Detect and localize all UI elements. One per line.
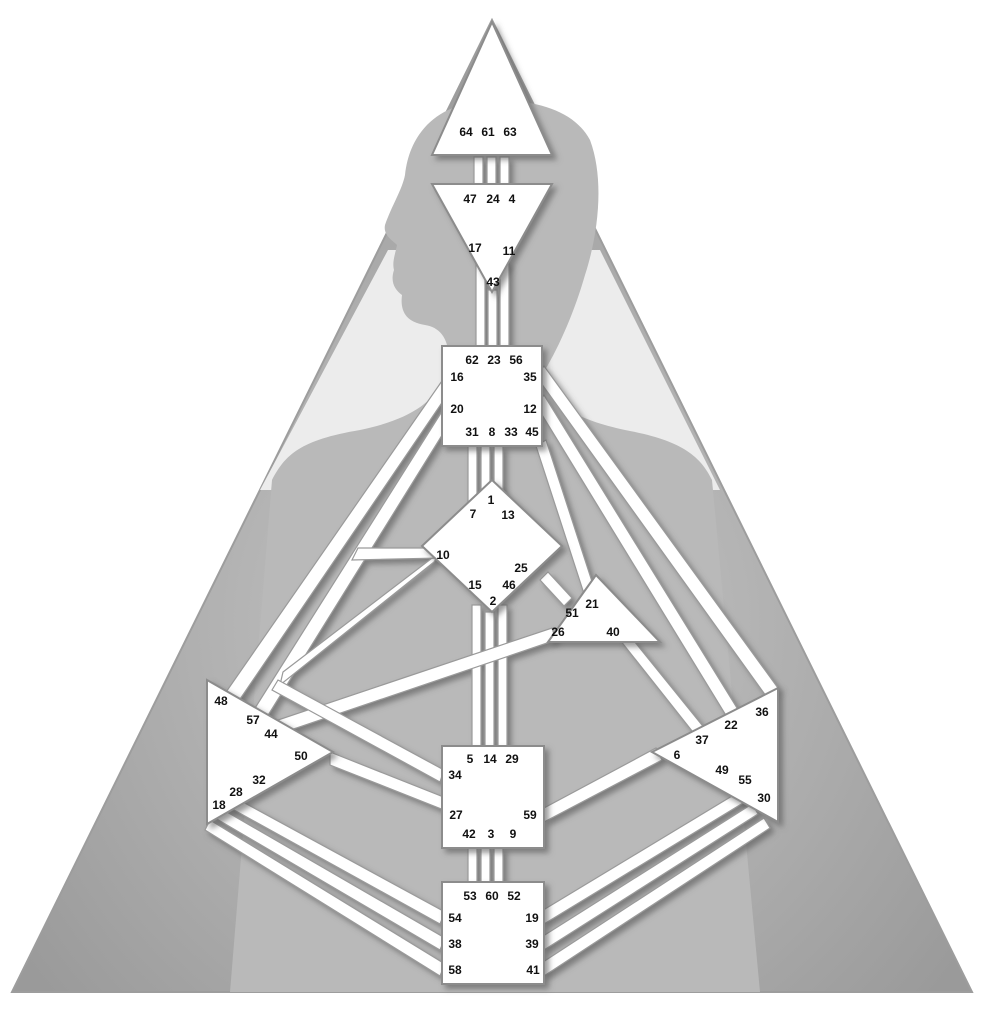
gate-61: 61 [481, 125, 495, 139]
channel-25-51 [539, 571, 573, 607]
gate-11: 11 [503, 244, 516, 258]
gate-40: 40 [606, 625, 620, 639]
ajna-center[interactable] [430, 183, 554, 295]
gate-7: 7 [470, 507, 477, 521]
ego-center[interactable] [546, 573, 663, 643]
gate-21: 21 [585, 597, 599, 611]
gate-30: 30 [757, 791, 771, 805]
gate-26: 26 [551, 625, 565, 639]
gate-64: 64 [459, 125, 473, 139]
channel-9-52 [493, 847, 504, 885]
channel-42-53 [467, 847, 478, 885]
gate-16: 16 [450, 370, 464, 384]
channel-46-29 [497, 604, 508, 751]
spleen-center[interactable] [206, 678, 336, 826]
gate-24: 24 [486, 192, 500, 206]
gate-2: 2 [490, 594, 497, 608]
sacral-center[interactable] [441, 745, 545, 849]
gate-53: 53 [463, 889, 477, 903]
gate-62: 62 [465, 353, 479, 367]
gate-55: 55 [738, 773, 752, 787]
gate-3: 3 [488, 827, 495, 841]
gate-41: 41 [526, 963, 540, 977]
gate-12: 12 [523, 402, 537, 416]
gate-50: 50 [294, 749, 308, 763]
gate-32: 32 [252, 773, 266, 787]
gate-54: 54 [448, 911, 462, 925]
channel-61-24 [486, 156, 497, 188]
gate-labels: 64 61 63 47 24 4 17 11 43 62 23 56 16 35… [212, 125, 771, 977]
gate-23: 23 [487, 353, 501, 367]
channel-3-60 [480, 847, 491, 885]
gate-48: 48 [214, 694, 228, 708]
gate-36: 36 [755, 705, 769, 719]
gate-14: 14 [483, 752, 497, 766]
gate-45: 45 [525, 425, 539, 439]
channel-15-5 [471, 604, 482, 751]
gate-47: 47 [463, 192, 477, 206]
channel-43-23 [487, 289, 498, 349]
gate-52: 52 [507, 889, 521, 903]
channel-64-47 [473, 156, 484, 188]
root-center[interactable] [441, 881, 545, 985]
channels [204, 156, 779, 977]
gate-22: 22 [724, 718, 738, 732]
gate-18: 18 [212, 798, 226, 812]
channel-2-14 [484, 611, 495, 751]
gate-25: 25 [514, 561, 528, 575]
gate-29: 29 [505, 752, 519, 766]
solar-plexus-center[interactable] [649, 686, 779, 824]
gate-58: 58 [448, 963, 462, 977]
gate-56: 56 [509, 353, 523, 367]
gate-20: 20 [450, 402, 464, 416]
head-center[interactable] [430, 19, 554, 156]
gate-27: 27 [449, 808, 463, 822]
gate-51: 51 [565, 606, 579, 620]
gate-49: 49 [715, 763, 729, 777]
gate-38: 38 [448, 937, 462, 951]
gate-42: 42 [462, 827, 476, 841]
gate-19: 19 [525, 911, 539, 925]
gate-5: 5 [467, 752, 474, 766]
gate-17: 17 [468, 241, 482, 255]
centers [206, 19, 779, 985]
gate-28: 28 [229, 785, 243, 799]
gate-10: 10 [436, 548, 450, 562]
throat-center[interactable] [441, 345, 543, 447]
gate-15: 15 [468, 578, 482, 592]
gate-37: 37 [695, 733, 709, 747]
gate-31: 31 [465, 425, 479, 439]
gate-39: 39 [525, 937, 539, 951]
gate-6: 6 [674, 748, 681, 762]
gate-60: 60 [485, 889, 499, 903]
gate-13: 13 [501, 508, 515, 522]
channel-63-4 [499, 156, 510, 188]
gate-44: 44 [264, 727, 278, 741]
gate-1: 1 [488, 493, 495, 507]
gate-46: 46 [502, 578, 516, 592]
gate-57: 57 [246, 713, 260, 727]
gate-4: 4 [509, 192, 516, 206]
gate-59: 59 [523, 808, 537, 822]
g-center[interactable] [420, 478, 564, 614]
gate-33: 33 [504, 425, 518, 439]
gate-8: 8 [489, 425, 496, 439]
gate-9: 9 [510, 827, 517, 841]
gate-34: 34 [448, 768, 462, 782]
gate-63: 63 [503, 125, 517, 139]
gate-43: 43 [486, 275, 500, 289]
gate-35: 35 [523, 370, 537, 384]
